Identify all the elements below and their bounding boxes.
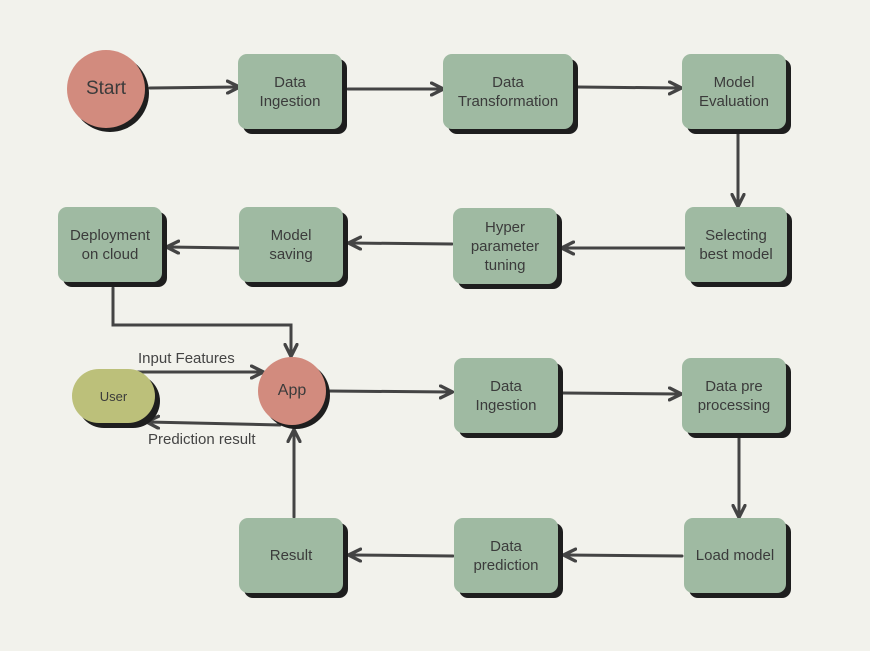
user-label: User	[99, 388, 128, 404]
arrow-loadmodel-to-prediction	[565, 555, 684, 556]
load-model-label: Load model	[695, 547, 775, 564]
arrow-transformation-to-evaluation	[576, 87, 680, 88]
data-transformation-label: Data Transformation	[457, 73, 559, 110]
model-evaluation-label: Model Evaluation	[698, 73, 770, 110]
model-saving-node: Model saving	[239, 207, 343, 282]
selecting-best-model-node: Selecting best model	[685, 207, 787, 282]
hyper-parameter-tuning-label: Hyper parameter tuning	[470, 218, 540, 274]
arrow-app-to-user	[148, 422, 282, 425]
arrow-prediction-to-result	[350, 555, 455, 556]
model-saving-label: Model saving	[269, 226, 313, 263]
model-evaluation-node: Model Evaluation	[682, 54, 786, 129]
prediction-result-label: Prediction result	[148, 431, 256, 448]
data-ingestion-2-label: Data Ingestion	[475, 377, 537, 414]
arrow-tuning-to-saving	[350, 243, 454, 244]
data-prediction-node: Data prediction	[454, 518, 558, 593]
result-node: Result	[239, 518, 343, 593]
data-transformation-node: Data Transformation	[443, 54, 573, 129]
deployment-on-cloud-node: Deployment on cloud	[58, 207, 162, 282]
load-model-node: Load model	[684, 518, 786, 593]
user-node: User	[72, 369, 155, 423]
input-features-label: Input Features	[138, 350, 235, 367]
start-node: Start	[67, 50, 145, 128]
result-label: Result	[269, 547, 313, 564]
arrow-saving-to-deployment	[168, 247, 241, 248]
deployment-on-cloud-label: Deployment on cloud	[69, 226, 151, 263]
hyper-parameter-tuning-node: Hyper parameter tuning	[453, 208, 557, 284]
start-label: Start	[85, 78, 127, 99]
arrow-deployment-to-app	[111, 286, 291, 355]
app-label: App	[277, 382, 307, 399]
arrow-start-to-ingestion	[148, 87, 238, 88]
data-ingestion-2-node: Data Ingestion	[454, 358, 558, 433]
selecting-best-model-label: Selecting best model	[699, 226, 773, 263]
arrow-app-to-ingestion	[326, 391, 451, 392]
data-prediction-label: Data prediction	[473, 537, 539, 574]
arrow-ingestion-to-preprocessing	[561, 393, 680, 394]
data-pre-processing-node: Data pre processing	[682, 358, 786, 433]
data-pre-processing-label: Data pre processing	[697, 377, 771, 414]
data-ingestion-node: Data Ingestion	[238, 54, 342, 129]
data-ingestion-label: Data Ingestion	[259, 73, 321, 110]
app-node: App	[258, 357, 326, 425]
